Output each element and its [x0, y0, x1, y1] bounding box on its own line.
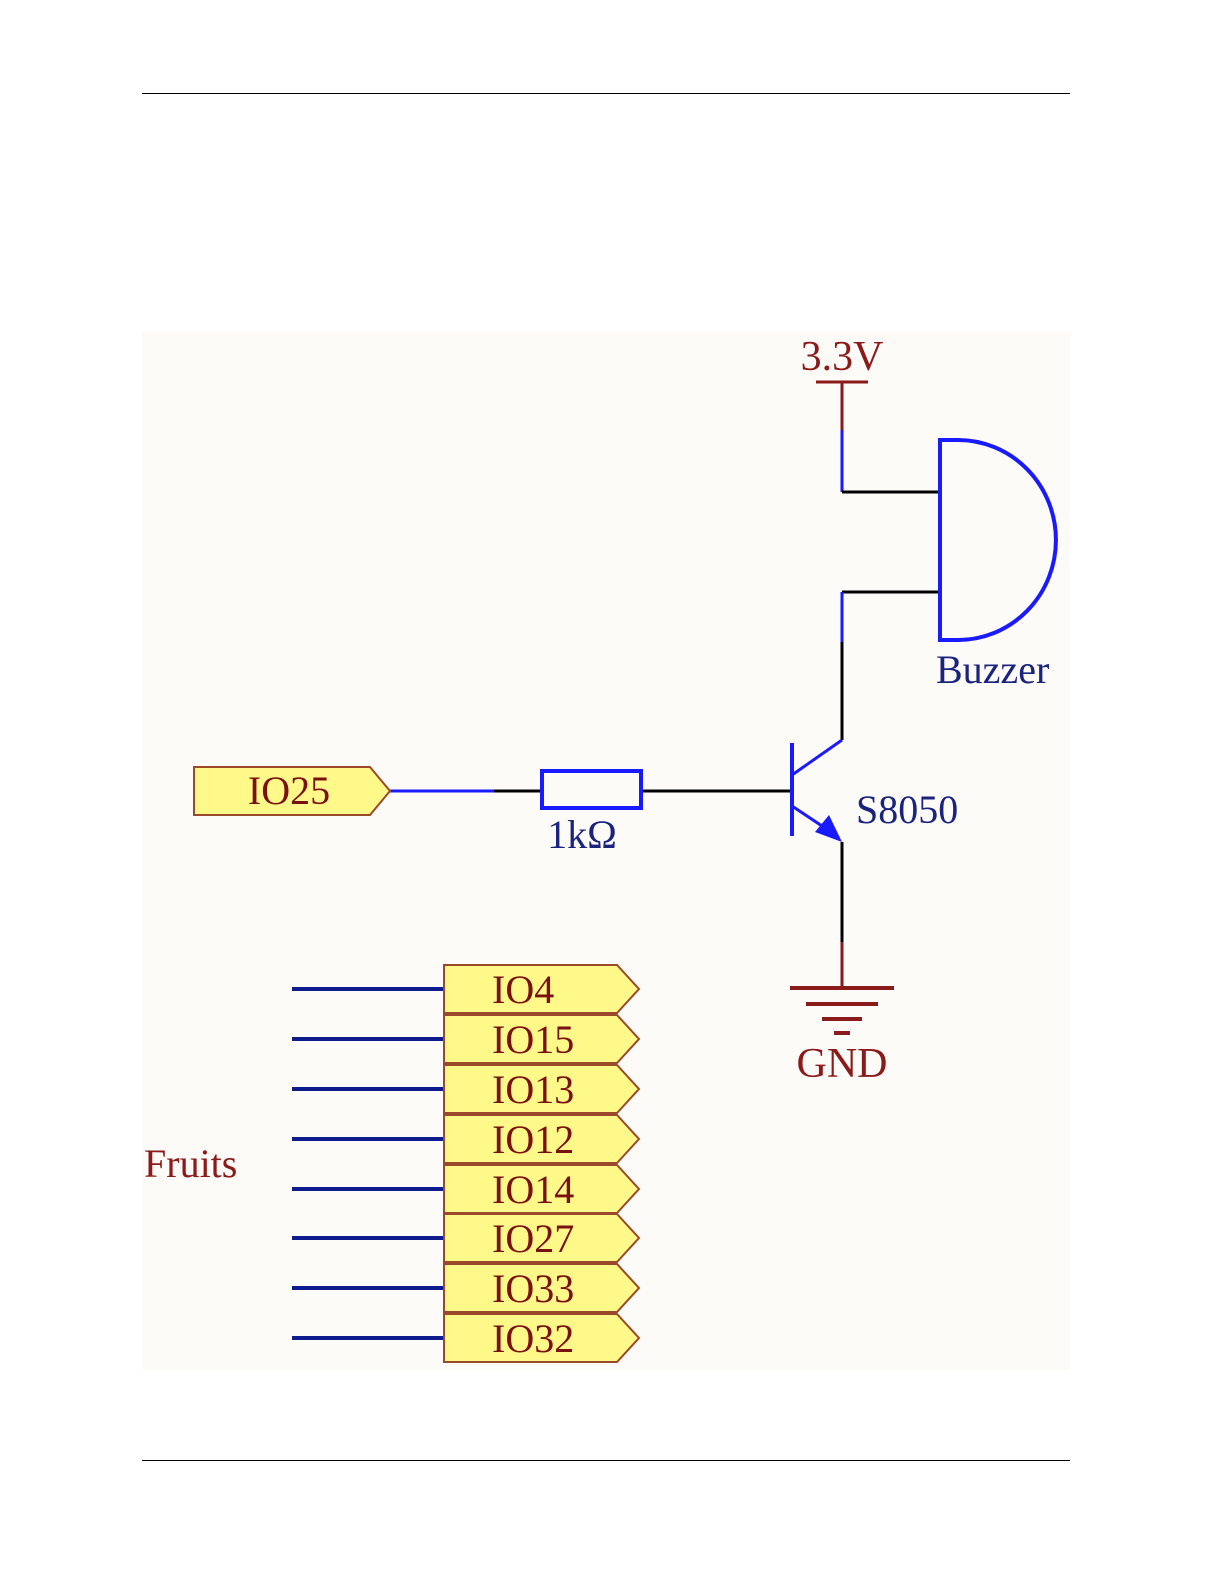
fruit-port-label: IO13: [492, 1067, 574, 1112]
input-port-label: IO25: [248, 768, 330, 813]
fruit-port-label: IO12: [492, 1117, 574, 1162]
fruits-label: Fruits: [144, 1141, 237, 1186]
fruit-port-label: IO15: [492, 1017, 574, 1062]
fruit-port-label: IO14: [492, 1167, 574, 1212]
resistor-label: 1kΩ: [547, 812, 617, 857]
supply-label: 3.3V: [801, 334, 884, 380]
buzzer-label: Buzzer: [936, 647, 1049, 692]
fruit-port-label: IO4: [492, 967, 554, 1012]
fruit-port-label: IO32: [492, 1316, 574, 1361]
input-port-io25: IO25: [194, 767, 390, 815]
fruit-port-label: IO27: [492, 1216, 574, 1261]
ground-label: GND: [797, 1041, 888, 1087]
transistor-label: S8050: [856, 787, 958, 832]
fruit-port-label: IO33: [492, 1266, 574, 1311]
